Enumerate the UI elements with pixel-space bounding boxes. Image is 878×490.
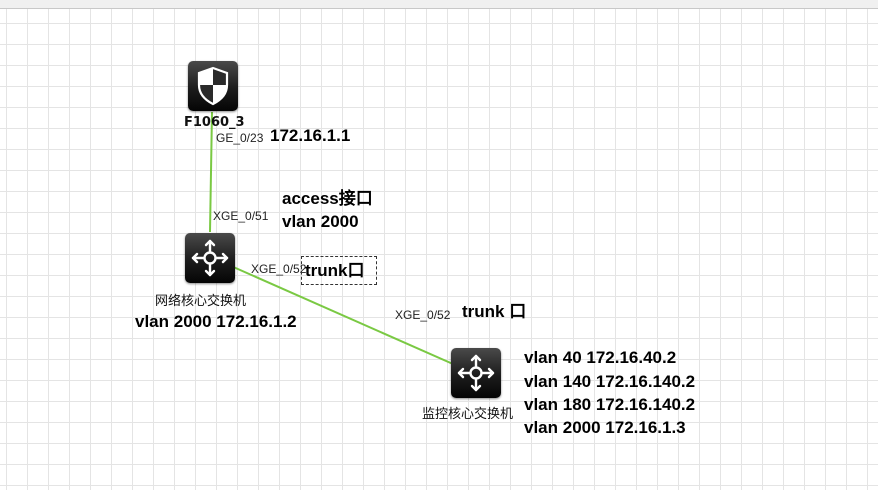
trunk-label-box[interactable] [301, 256, 377, 285]
access-vlan-label: vlan 2000 [282, 212, 359, 231]
trunk-core-label: trunk口 [305, 261, 365, 280]
top-toolbar-edge [0, 0, 878, 9]
monitor-vlan-140: vlan 140 172.16.140.2 [524, 372, 696, 391]
switch-arrows-icon [457, 354, 495, 392]
monitor-vlan-40: vlan 40 172.16.40.2 [524, 348, 677, 367]
firewall-name: F1060_3 [184, 115, 245, 130]
monitor-vlan-180: vlan 180 172.16.140.2 [524, 395, 696, 414]
core-switch-node[interactable] [185, 233, 235, 283]
monitor-vlan-2000: vlan 2000 172.16.1.3 [524, 418, 686, 437]
core-switch-downlink-port-label: XGE_0/52 [251, 262, 307, 276]
trunk-monitor-label: trunk 口 [462, 302, 527, 321]
monitor-switch-port-label: XGE_0/52 [395, 308, 451, 322]
core-switch-uplink-port-label: XGE_0/51 [213, 209, 269, 223]
firewall-port-label: GE_0/23 [216, 131, 264, 145]
monitor-switch-name: 监控核心交换机 [422, 407, 514, 422]
monitor-switch-node[interactable] [451, 348, 501, 398]
core-switch-vlan-ip: vlan 2000 172.16.1.2 [135, 312, 297, 331]
firewall-node[interactable] [188, 61, 238, 111]
core-switch-name: 网络核心交换机 [155, 294, 247, 309]
access-port-label: access接口 [282, 189, 373, 208]
link-core-switch-monitor-switch[interactable] [221, 261, 463, 369]
shield-icon [197, 66, 229, 106]
firewall-ip-label: 172.16.1.1 [270, 126, 351, 145]
switch-arrows-icon [191, 239, 229, 277]
link-firewall-core-switch[interactable] [209, 111, 213, 233]
